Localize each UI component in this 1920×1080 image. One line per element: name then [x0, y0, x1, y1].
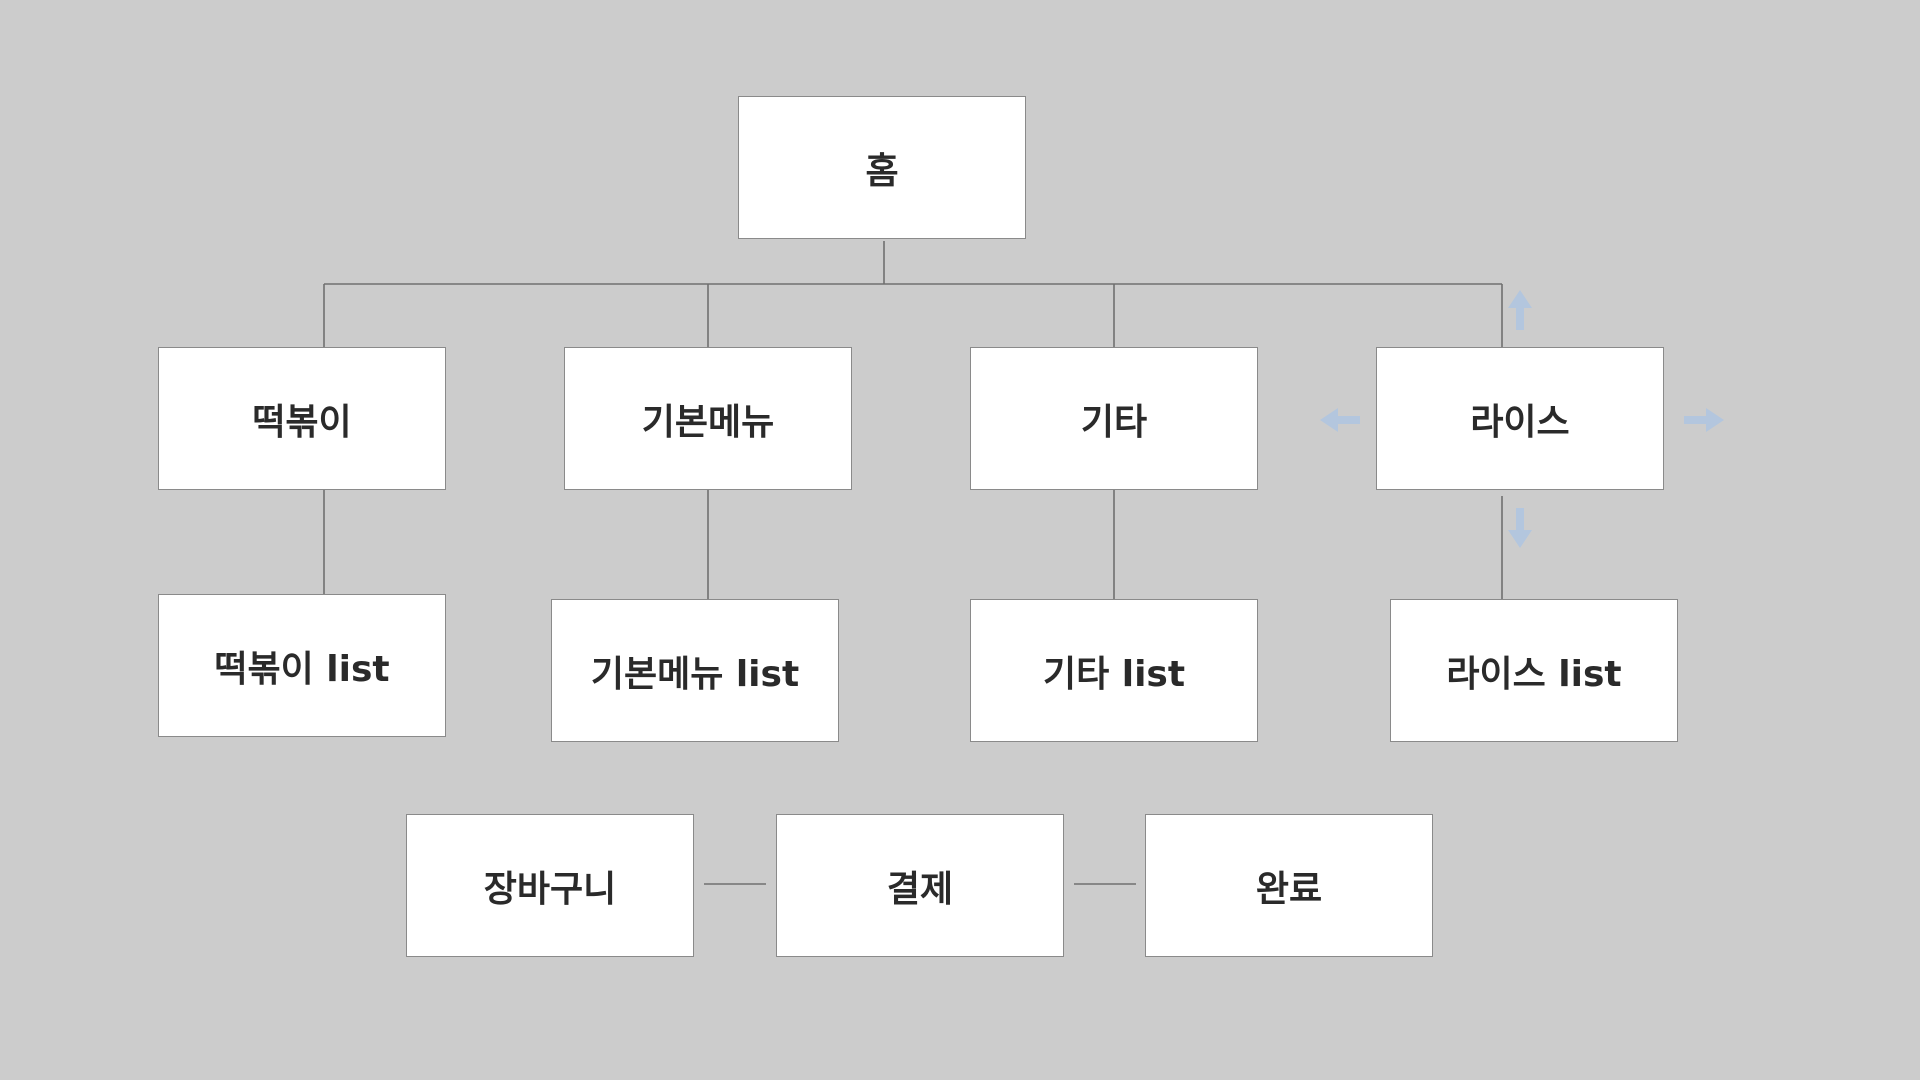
- node-tteokbokki-list[interactable]: 떡볶이 list: [158, 594, 446, 737]
- handle-arrow-right-icon[interactable]: [1682, 404, 1726, 436]
- handle-arrow-up-icon[interactable]: [1504, 288, 1536, 332]
- handle-arrow-down-icon[interactable]: [1504, 506, 1536, 550]
- handle-arrow-left-icon[interactable]: [1318, 404, 1362, 436]
- node-etc[interactable]: 기타: [970, 347, 1258, 490]
- node-tteokbokki[interactable]: 떡볶이: [158, 347, 446, 490]
- node-cart[interactable]: 장바구니: [406, 814, 694, 957]
- node-payment[interactable]: 결제: [776, 814, 1064, 957]
- node-basic-menu-list[interactable]: 기본메뉴 list: [551, 599, 839, 742]
- node-etc-list[interactable]: 기타 list: [970, 599, 1258, 742]
- node-basic-menu[interactable]: 기본메뉴: [564, 347, 852, 490]
- node-rice-list[interactable]: 라이스 list: [1390, 599, 1678, 742]
- node-done[interactable]: 완료: [1145, 814, 1433, 957]
- node-rice[interactable]: 라이스: [1376, 347, 1664, 490]
- node-home[interactable]: 홈: [738, 96, 1026, 239]
